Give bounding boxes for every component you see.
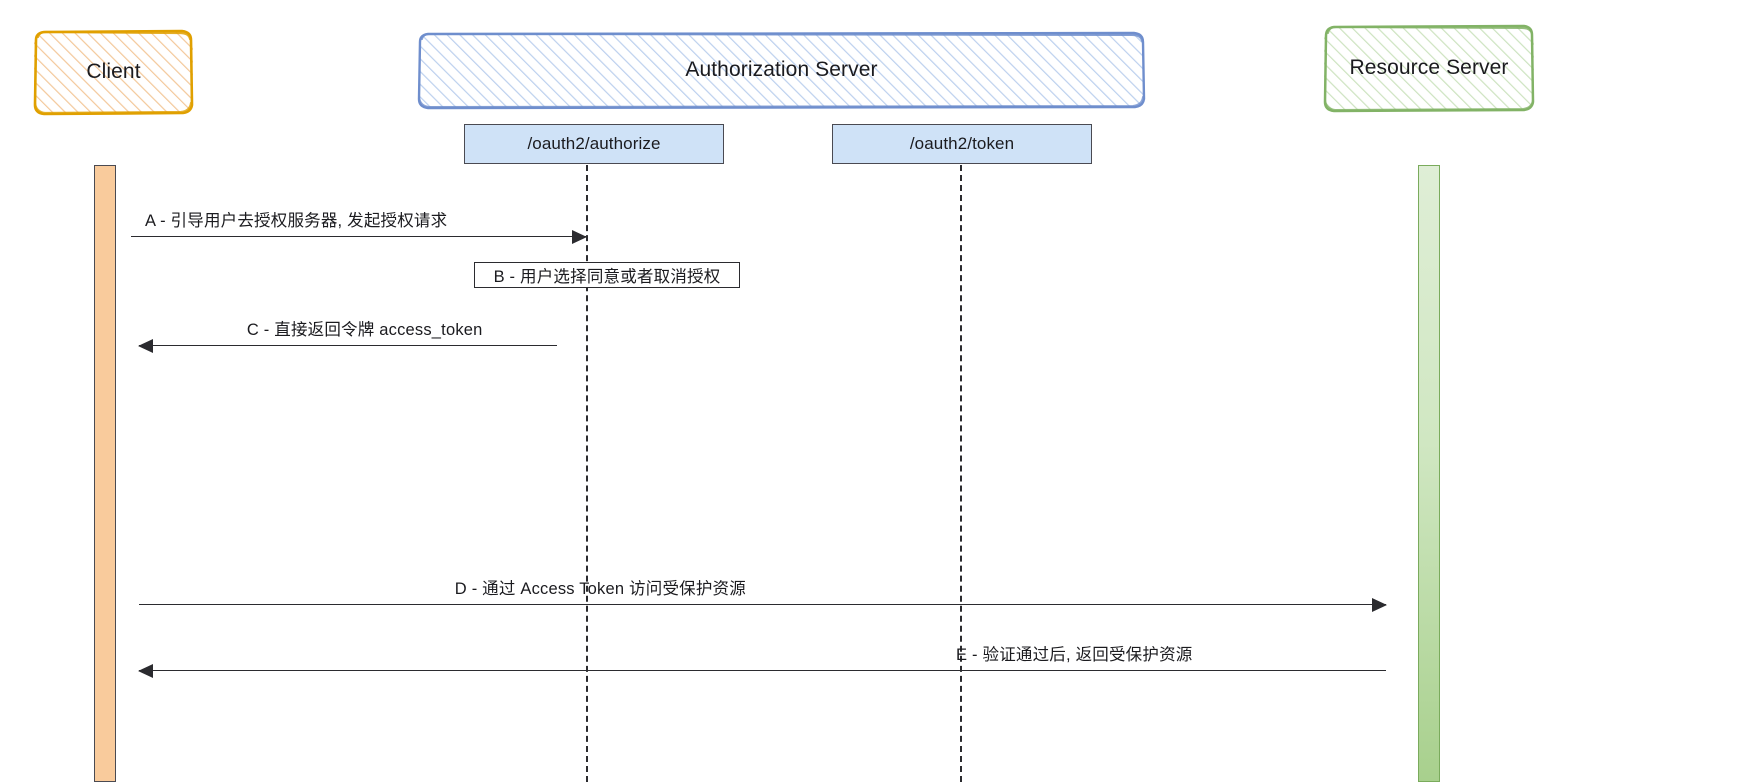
message-d-arrowhead-icon <box>1372 597 1387 612</box>
lifeline-dashed-token <box>960 165 962 782</box>
message-e-label: E - 验证通过后, 返回受保护资源 <box>956 646 1193 664</box>
resource-server-box-sketch <box>1323 24 1535 113</box>
participant-authorization-server[interactable]: Authorization Server <box>415 29 1148 111</box>
participant-client[interactable]: Client <box>30 27 197 117</box>
message-e-line <box>139 670 1386 671</box>
message-a-line <box>131 236 586 237</box>
message-a[interactable]: A - 引导用户去授权服务器, 发起授权请求 <box>131 212 587 244</box>
lifeline-bar-resource-server <box>1418 165 1440 782</box>
message-d-label: D - 通过 Access Token 访问受保护资源 <box>454 580 746 598</box>
client-box-sketch <box>33 29 194 116</box>
endpoint-token[interactable]: /oauth2/token <box>832 124 1092 164</box>
note-b[interactable]: B - 用户选择同意或者取消授权 <box>474 262 740 288</box>
message-c-label: C - 直接返回令牌 access_token <box>246 321 483 339</box>
message-e[interactable]: E - 验证通过后, 返回受保护资源 <box>138 646 1386 678</box>
participant-resource-server[interactable]: Resource Server <box>1320 22 1538 114</box>
message-d-line <box>139 604 1386 605</box>
message-a-arrowhead-icon <box>572 229 587 244</box>
participant-client-label: Client <box>86 60 141 83</box>
message-d[interactable]: D - 通过 Access Token 访问受保护资源 <box>139 580 1387 612</box>
endpoint-authorize[interactable]: /oauth2/authorize <box>464 124 724 164</box>
participant-resource-server-label: Resource Server <box>1349 56 1509 79</box>
authorization-server-box-sketch <box>417 31 1146 110</box>
message-e-arrowhead-icon <box>138 663 153 678</box>
message-a-label: A - 引导用户去授权服务器, 发起授权请求 <box>145 212 448 230</box>
lifeline-bar-client <box>94 165 116 782</box>
message-c-line <box>139 345 557 346</box>
message-c[interactable]: C - 直接返回令牌 access_token <box>138 321 557 353</box>
lifeline-dashed-authorize <box>586 165 588 782</box>
message-c-arrowhead-icon <box>138 338 153 353</box>
participant-authorization-server-label: Authorization Server <box>685 58 878 81</box>
